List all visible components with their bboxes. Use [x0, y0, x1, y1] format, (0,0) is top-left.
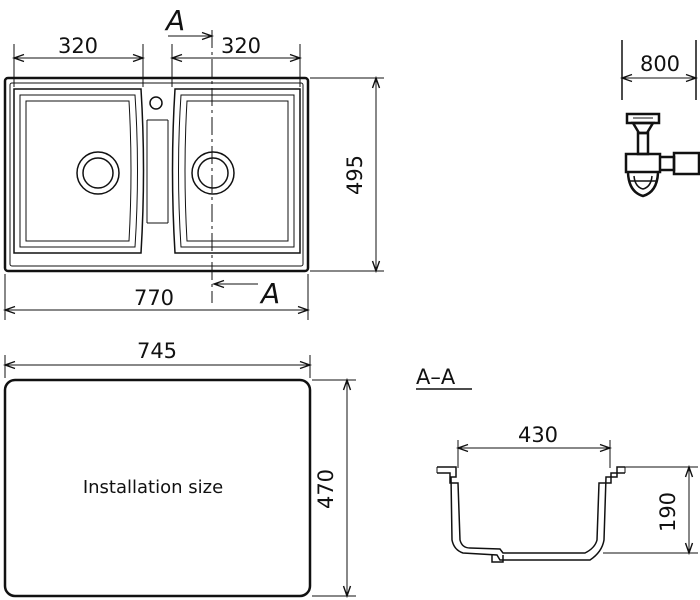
dim-left-bowl-width: 320	[58, 34, 98, 58]
dim-overall-width: 770	[134, 286, 174, 310]
installation-cutout: Installation size	[3, 378, 312, 598]
dimension-bowl-widths: 320 320	[14, 34, 300, 87]
dimension-overall-width: 770	[5, 274, 308, 320]
cutout-outline	[3, 378, 312, 598]
section-marker-bottom: A	[259, 277, 280, 310]
siphon-icon	[624, 112, 700, 198]
dimension-section-width: 430	[458, 423, 610, 468]
dim-cutout-width: 745	[137, 339, 177, 363]
dimension-section-depth: 190	[603, 467, 698, 553]
section-profile	[436, 466, 626, 563]
right-drain-inner	[197, 157, 229, 189]
section-marker-top: A	[164, 4, 185, 37]
dim-overall-depth: 495	[343, 155, 367, 195]
dim-section-width: 430	[518, 423, 558, 447]
installation-size-label: Installation size	[83, 477, 223, 498]
left-drain-outer	[76, 151, 120, 195]
dim-cutout-depth: 470	[314, 469, 338, 509]
right-drain-outer	[191, 151, 235, 195]
sink-top-view	[3, 76, 310, 273]
dim-right-bowl-width: 320	[221, 34, 261, 58]
sink-rim	[9, 82, 304, 267]
left-drain-inner	[82, 157, 114, 189]
sink-outline	[3, 76, 310, 273]
dim-section-depth: 190	[656, 492, 680, 532]
dimension-cutout-width: 745	[5, 339, 310, 378]
dimension-overall-depth: 495	[310, 78, 384, 271]
section-title: A–A	[416, 365, 456, 389]
section-cut-line: A A	[164, 4, 280, 310]
dim-cabinet-width: 800	[640, 52, 680, 76]
left-bowl	[13, 88, 145, 254]
faucet-hole	[149, 96, 163, 110]
dimension-cutout-depth: 470	[312, 380, 356, 596]
right-bowl	[171, 88, 301, 254]
cabinet-dimension: 800	[622, 40, 696, 100]
